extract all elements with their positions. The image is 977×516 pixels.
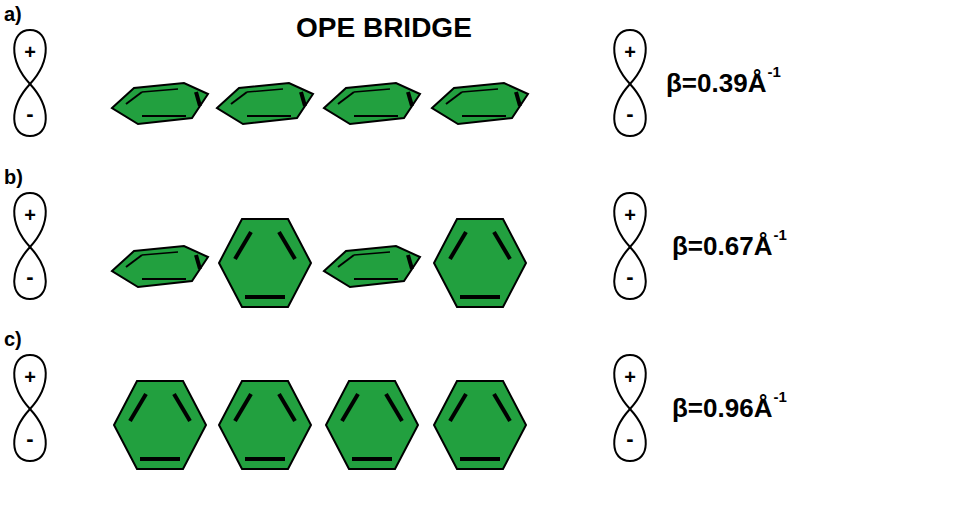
tilted-phenyl-ring [324, 83, 420, 124]
phase-sign: + [624, 205, 636, 225]
orbital-lobe [14, 30, 46, 84]
tilted-phenyl-ring [112, 246, 208, 287]
phase-sign: - [626, 266, 633, 288]
phase-sign: - [626, 103, 633, 125]
unit-exponent: -1 [773, 227, 786, 242]
phase-sign: - [626, 428, 633, 450]
tilted-phenyl-ring [112, 83, 208, 124]
p-orbital [14, 193, 46, 299]
unit-exponent: -1 [773, 389, 786, 404]
unit-exponent: -1 [767, 64, 780, 79]
orbital-lobe [614, 355, 646, 409]
row-letter: b) [4, 167, 23, 187]
phase-sign: - [26, 103, 33, 125]
phase-sign: + [24, 205, 36, 225]
phenyl-ring [434, 219, 526, 307]
orbital-lobe [614, 30, 646, 84]
orbital-lobe [14, 247, 46, 299]
orbital-lobe [14, 193, 46, 247]
p-orbital [14, 355, 46, 461]
phase-sign: + [24, 367, 36, 387]
row-letter: c) [4, 329, 22, 349]
phase-sign: + [624, 42, 636, 62]
orbital-lobe [14, 409, 46, 461]
phase-sign: + [624, 367, 636, 387]
orbital-lobe [614, 84, 646, 136]
orbital-lobe [614, 247, 646, 299]
phenyl-ring [114, 381, 206, 469]
decay-constant: β=0.39Å [666, 70, 766, 96]
phenyl-ring [219, 219, 311, 307]
diagram-title: OPE BRIDGE [296, 14, 472, 42]
row-letter: a) [4, 4, 22, 24]
tilted-phenyl-ring [432, 83, 528, 124]
phase-sign: - [26, 266, 33, 288]
phase-sign: - [26, 428, 33, 450]
phenyl-ring [326, 381, 418, 469]
decay-constant: β=0.96Å [672, 395, 772, 421]
p-orbital [614, 355, 646, 461]
orbital-lobe [14, 355, 46, 409]
decay-constant: β=0.67Å [672, 233, 772, 259]
phase-sign: + [24, 42, 36, 62]
orbital-lobe [614, 193, 646, 247]
orbital-lobe [614, 409, 646, 461]
phenyl-ring [434, 381, 526, 469]
p-orbital [614, 30, 646, 136]
p-orbital [14, 30, 46, 136]
phenyl-ring [219, 381, 311, 469]
orbital-lobe [14, 84, 46, 136]
tilted-phenyl-ring [324, 246, 420, 287]
tilted-phenyl-ring [217, 83, 313, 124]
p-orbital [614, 193, 646, 299]
